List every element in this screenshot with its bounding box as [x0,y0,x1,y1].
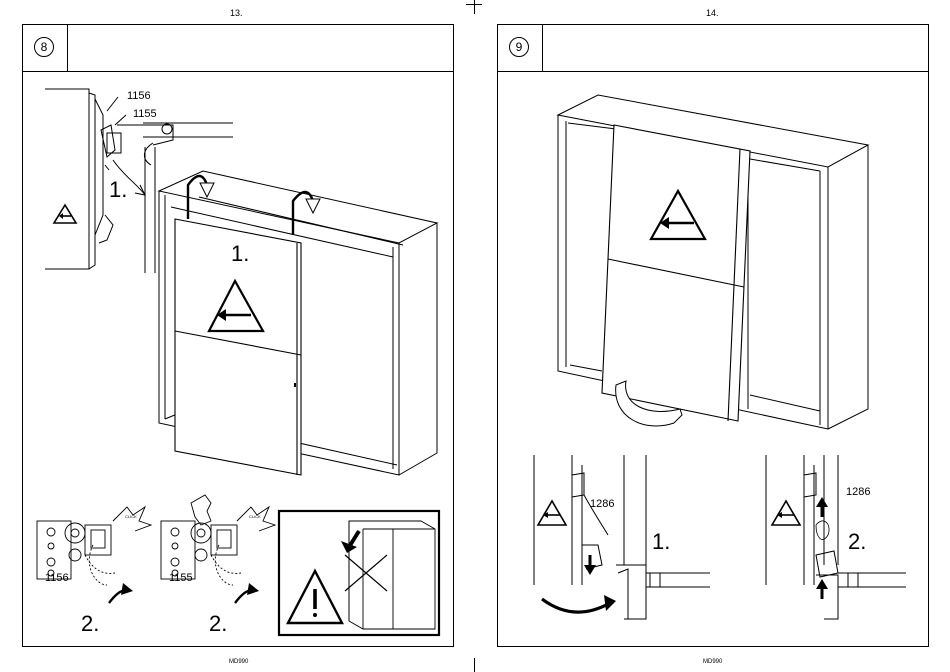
up-arrow-icon-2 [816,579,828,589]
crop-mark-top-h [466,4,482,5]
page-left: 8 [22,24,454,647]
page-number-left: 13. [230,8,243,18]
step-label-1: 1. [652,529,670,554]
step-label-detail: 1. [109,177,127,202]
clip-label-1156: 1156 [45,572,69,584]
part-label-1286-b: 1286 [846,486,870,498]
step-label-2: 2. [848,529,866,554]
sliding-door [602,125,750,421]
footer-code-left: MD990 [229,659,248,665]
detail-1 [534,455,710,619]
arrow-head-2 [306,199,320,213]
click-label-2: CLICK [249,514,261,519]
step-label-clip-2: 2. [209,611,227,636]
side-panel-detail [45,89,89,269]
arrow-head-1 [200,183,214,197]
illustration-step-9: 1286 1286 1. 2. [498,25,930,648]
up-arrow-icon [816,497,828,507]
click-burst [113,507,151,531]
clip-label-1155: 1155 [169,572,193,584]
click-label-1: CLICK [125,514,137,519]
illustration-step-8: 1156 1155 1. 1. 1156 1155 2. 2. CLICK CL… [23,25,455,648]
step-label-main: 1. [231,241,249,266]
warning-arrow-icon [772,501,800,525]
warning-exclamation-icon [288,571,342,623]
part-label-1155: 1155 [133,108,157,120]
part-label-1156: 1156 [127,90,151,102]
crop-mark-top [474,0,475,14]
warning-box [279,511,439,635]
warning-box-wardrobe [345,521,435,629]
cross-out-icon [345,555,387,591]
part-label-1286-a: 1286 [590,498,614,510]
page-right: 9 [497,24,929,647]
warning-arrow-icon [538,501,566,525]
footer-code-right: MD990 [703,659,722,665]
crop-mark-bottom [474,658,475,672]
step-label-clip-1: 2. [81,611,99,636]
warning-arrow-icon [54,205,76,223]
door-edge [145,147,155,273]
detail-2 [766,455,906,619]
down-arrow-icon [584,565,596,575]
page-number-right: 14. [706,8,719,18]
